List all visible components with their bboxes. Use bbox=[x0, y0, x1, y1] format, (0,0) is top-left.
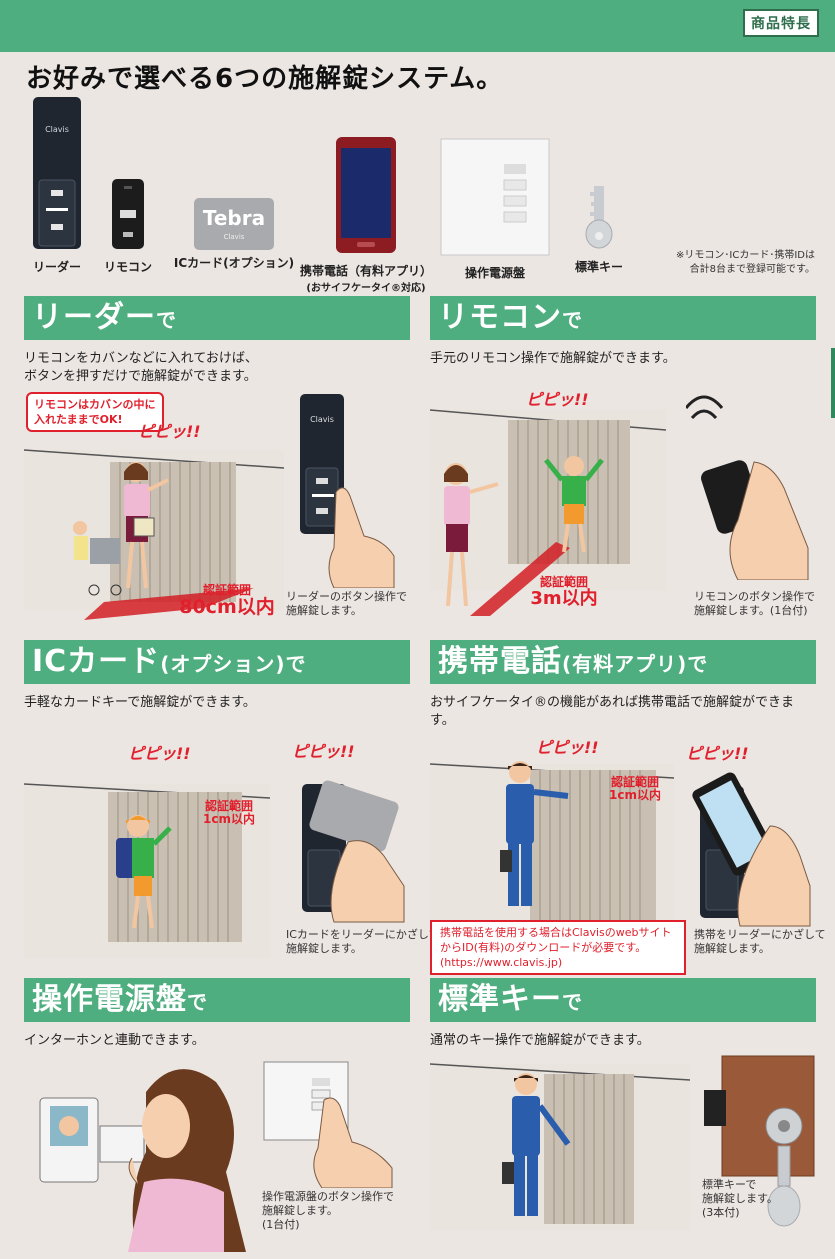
standard-key-scene bbox=[429, 1063, 691, 1230]
phone-scene bbox=[429, 761, 675, 920]
reader-hand-icon: Clavis bbox=[300, 394, 395, 589]
section-description: 通常のキー操作で施解錠ができます。 bbox=[430, 1033, 650, 1048]
phone-icon bbox=[336, 137, 396, 253]
ic-card-closeup: ピピッ!! bbox=[288, 738, 412, 926]
product-label: 携帯電話（有料アプリ） bbox=[300, 264, 433, 278]
phone-caption: 携帯をリーダーにかざして 施解錠します。 bbox=[694, 928, 826, 955]
section-title: リーダーで bbox=[24, 296, 410, 340]
svg-text:Clavis: Clavis bbox=[45, 125, 69, 134]
registration-note-line: ※リモコン･ICカード･携帯IDは bbox=[676, 250, 815, 261]
remote-scene bbox=[429, 409, 667, 616]
section-title: 携帯電話(有料アプリ)で bbox=[430, 640, 816, 684]
ic-card-range: 認証範囲 1cm以内 bbox=[203, 799, 255, 827]
key-icon bbox=[585, 186, 613, 249]
products-row: Clavis リーダー リモコン Tebra Clavis ICカード(オプショ… bbox=[0, 96, 835, 296]
reader-closeup: Clavis bbox=[296, 392, 404, 589]
svg-text:Clavis: Clavis bbox=[310, 415, 334, 424]
product-label: リーダー bbox=[32, 260, 81, 274]
ic-card-sound: ピピッ!! bbox=[128, 744, 191, 763]
control-panel-illustration bbox=[36, 1062, 246, 1252]
product-reader: Clavis リーダー bbox=[22, 96, 92, 275]
ic-card-closeup-sound: ピピッ!! bbox=[292, 742, 355, 761]
ic-card-caption: ICカードをリーダーにかざして 施解錠します。 bbox=[286, 928, 440, 955]
reader-range: 認証範囲 80cm以内 bbox=[179, 583, 275, 619]
reader-sound: ピピッ!! bbox=[138, 422, 201, 441]
ic-card-hand-icon bbox=[302, 780, 405, 923]
side-tab bbox=[831, 348, 835, 418]
ic-card-illustration: ピピッ!! 認証範囲 1cm以内 bbox=[23, 732, 271, 958]
section-description: おサイフケータイ®の機能があれば携帯電話で施解錠ができます。 bbox=[430, 695, 795, 728]
phone-closeup-sound: ピピッ!! bbox=[686, 744, 749, 763]
section-ic-card: ICカード(オプション)で 手軽なカードキーで施解錠ができます。 bbox=[24, 640, 410, 712]
product-label: 標準キー bbox=[574, 260, 623, 274]
registration-note: ※リモコン･ICカード･携帯IDは 合計8台まで登録可能です。 bbox=[676, 249, 815, 277]
product-phone: 携帯電話（有料アプリ） (おサイフケータイ®対応) bbox=[300, 136, 432, 294]
section-title: ICカード(オプション)で bbox=[24, 640, 410, 684]
phone-range: 認証範囲 1cm以内 bbox=[609, 775, 661, 803]
product-label: 操作電源盤 bbox=[464, 266, 525, 280]
phone-hand-icon bbox=[692, 772, 811, 927]
section-standard-key: 標準キーで 通常のキー操作で施解錠ができます。 bbox=[430, 978, 816, 1050]
phone-illustration: ピピッ!! 認証範囲 1cm以内 bbox=[429, 730, 675, 920]
ic-card-brand: Tebra bbox=[202, 206, 266, 230]
control-panel-hand-icon bbox=[263, 1061, 393, 1189]
remote-device-icon bbox=[112, 179, 144, 249]
standard-key-closeup bbox=[700, 1054, 816, 1242]
standard-key-illustration bbox=[429, 1060, 691, 1230]
remote-closeup bbox=[684, 388, 814, 581]
reader-callout: リモコンはカバンの中に 入れたままでOK! bbox=[26, 392, 164, 432]
page-title: お好みで選べる6つの施解錠システム。 bbox=[26, 64, 504, 94]
section-reader: リーダーで リモコンをカバンなどに入れておけば、 ボタンを押すだけで施解錠ができ… bbox=[24, 296, 410, 386]
section-title: 操作電源盤で bbox=[24, 978, 410, 1022]
control-panel-caption: 操作電源盤のボタン操作で 施解錠します。 (1台付) bbox=[262, 1190, 394, 1231]
ic-card-scene bbox=[23, 783, 271, 958]
product-feature-badge: 商品特長 bbox=[743, 9, 819, 37]
section-description: 手軽なカードキーで施解錠ができます。 bbox=[24, 695, 256, 710]
product-control-panel: 操作電源盤 bbox=[438, 138, 552, 281]
remote-sound: ピピッ!! bbox=[526, 390, 589, 409]
reader-scene bbox=[23, 449, 285, 620]
phone-closeup: ピピッ!! bbox=[686, 740, 816, 928]
control-panel-scene bbox=[39, 1069, 246, 1252]
remote-caption: リモコンのボタン操作で 施解錠します。(1台付) bbox=[694, 590, 815, 617]
remote-illustration: ピピッ!! 認証範囲 3m以内 bbox=[429, 380, 667, 616]
registration-note-line: 合計8台まで登録可能です。 bbox=[689, 264, 815, 275]
product-sublabel: (おサイフケータイ®対応) bbox=[306, 283, 426, 294]
product-label: ICカード(オプション) bbox=[173, 256, 295, 270]
control-panel-icon bbox=[440, 138, 550, 256]
reader-caption: リーダーのボタン操作で 施解錠します。 bbox=[286, 590, 407, 617]
header-bar: 商品特長 bbox=[0, 0, 835, 52]
section-phone: 携帯電話(有料アプリ)で おサイフケータイ®の機能があれば携帯電話で施解錠ができ… bbox=[430, 640, 816, 730]
standard-key-door-icon bbox=[704, 1055, 815, 1227]
section-description: リモコンをカバンなどに入れておけば、 ボタンを押すだけで施解錠ができます。 bbox=[24, 351, 258, 384]
ic-card-icon: Tebra Clavis bbox=[194, 198, 274, 250]
reader-illustration: リモコンはカバンの中に 入れたままでOK! ピピッ!! 認証範囲 80cm以内 bbox=[23, 388, 285, 620]
section-description: 手元のリモコン操作で施解錠ができます。 bbox=[430, 351, 676, 366]
remote-range: 認証範囲 3m以内 bbox=[530, 575, 598, 610]
reader-device-icon: Clavis bbox=[33, 97, 81, 249]
product-remote: リモコン bbox=[100, 178, 156, 275]
section-description: インターホンと連動できます。 bbox=[24, 1033, 205, 1048]
product-label: リモコン bbox=[103, 260, 152, 274]
section-title: 標準キーで bbox=[430, 978, 816, 1022]
remote-hand-icon bbox=[684, 395, 809, 581]
phone-sound: ピピッ!! bbox=[536, 738, 599, 757]
section-title: リモコンで bbox=[430, 296, 816, 340]
ic-card-sub: Clavis bbox=[223, 233, 245, 241]
control-panel-closeup bbox=[262, 1060, 402, 1189]
phone-download-note: 携帯電話を使用する場合はClavisのwebサイト からID(有料)のダウンロー… bbox=[430, 920, 686, 975]
product-standard-key: 標準キー bbox=[566, 184, 632, 275]
section-remote: リモコンで 手元のリモコン操作で施解錠ができます。 bbox=[430, 296, 816, 368]
section-control-panel: 操作電源盤で インターホンと連動できます。 bbox=[24, 978, 410, 1050]
standard-key-caption: 標準キーで 施解錠します。 (3本付) bbox=[702, 1178, 778, 1219]
product-ic-card: Tebra Clavis ICカード(オプション) bbox=[172, 198, 296, 271]
